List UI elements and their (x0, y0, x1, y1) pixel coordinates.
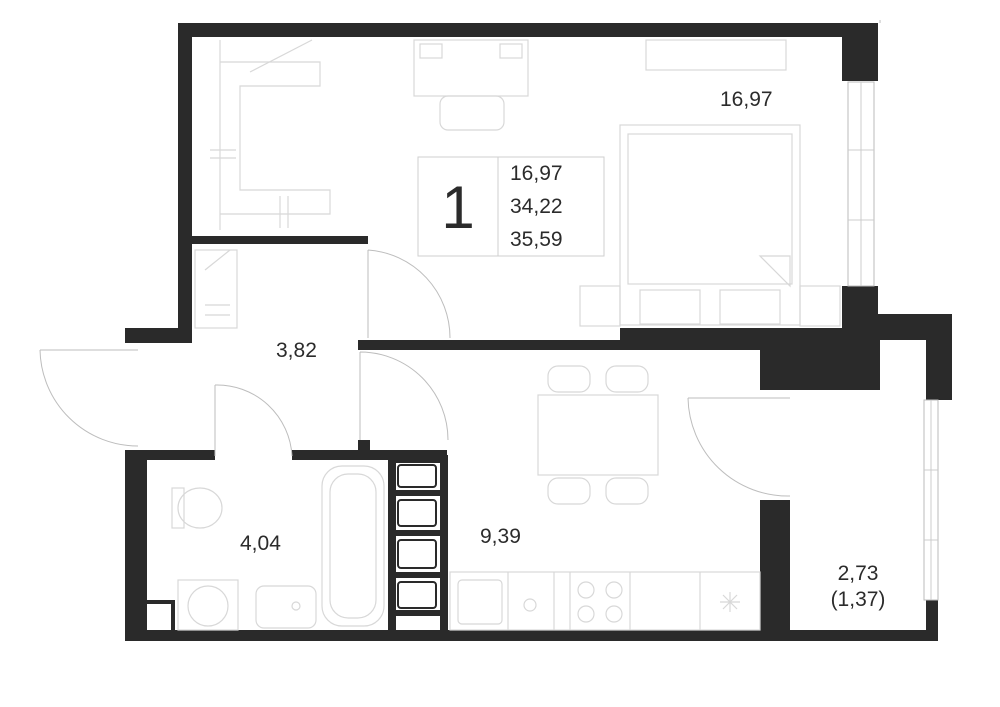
hob-3 (577, 605, 595, 623)
wall-shaft-div3 (388, 572, 448, 578)
wall-bath-top-left (125, 450, 215, 460)
bed (619, 124, 801, 326)
wall-riser-side (171, 600, 175, 632)
kitchen-counter (449, 571, 761, 631)
hob-1 (577, 581, 595, 599)
room-labels: 16,97 3,82 4,04 9,39 2,73 (1,37) (240, 88, 885, 611)
wall-kitchen-column (760, 340, 880, 390)
hall-wardrobe (194, 249, 238, 329)
desk (413, 39, 529, 97)
pillow-right (719, 289, 781, 325)
chair-1 (547, 365, 591, 393)
label-balcony: 2,73 (838, 562, 879, 585)
label-hallway: 3,82 (276, 339, 317, 362)
door-living (367, 249, 451, 339)
label-bathroom: 4,04 (240, 532, 281, 555)
shafts (397, 464, 437, 609)
label-kitchen: 9,39 (480, 525, 521, 548)
washbasin (255, 585, 317, 629)
chair-3 (547, 477, 591, 505)
wall-bottom (125, 630, 938, 641)
faucet (523, 598, 537, 612)
walls (125, 23, 952, 641)
bed-blanket (627, 133, 793, 285)
label-balcony-reduced: (1,37) (831, 588, 886, 611)
wall-balcony-right-top (926, 314, 952, 400)
chair-2 (605, 365, 649, 393)
summary-box: 1 16,97 34,22 35,59 (417, 156, 605, 257)
wall-living-kitchen (358, 340, 878, 350)
shaft-1 (397, 464, 437, 488)
furniture (171, 39, 841, 631)
door-balcony (687, 397, 791, 497)
bathtub (321, 465, 385, 627)
door-entrance (39, 349, 139, 447)
wall-hall-corner (125, 328, 138, 342)
fridge-mark (720, 592, 740, 612)
wall-shaft-div2 (388, 530, 448, 536)
rooms-count: 1 (441, 174, 474, 241)
door-bathroom (214, 384, 293, 457)
desk-chair (439, 95, 505, 131)
door-kitchen (359, 351, 449, 441)
wardrobe (219, 40, 331, 230)
chair-4 (605, 477, 649, 505)
wall-hall-top-stub (125, 328, 192, 343)
wall-top (178, 23, 878, 37)
wall-right-top (842, 23, 878, 81)
wall-shaft-div1 (388, 490, 448, 496)
washing-machine (177, 579, 239, 631)
shaft-2 (397, 499, 437, 527)
wall-bath-door-stub (358, 440, 370, 460)
dining-table (537, 394, 659, 476)
label-living-room: 16,97 (720, 88, 773, 111)
total-area-balcony-value: 35,59 (510, 228, 563, 251)
wall-bath-left (125, 450, 147, 640)
shaft-4 (397, 581, 437, 609)
hob-2 (605, 581, 623, 599)
kitchen-sink (457, 579, 503, 625)
wall-kitchen-right (760, 500, 790, 640)
living-area-value: 16,97 (510, 162, 563, 185)
summary-frame (417, 156, 605, 257)
toilet-tank (171, 487, 185, 529)
nightstand-right (799, 285, 841, 327)
windows (847, 20, 939, 601)
wall-left-living (178, 23, 192, 343)
wall-wardrobe (192, 236, 368, 244)
pillow-left (639, 289, 701, 325)
wall-riser-top (145, 600, 175, 604)
toilet (177, 487, 223, 529)
wall-shaft-top (388, 455, 448, 463)
total-area-value: 34,22 (510, 195, 563, 218)
dresser (645, 39, 787, 71)
wall-shaft-left (388, 455, 396, 640)
wall-shaft-div4 (388, 610, 448, 616)
wall-shaft-right (440, 455, 448, 640)
nightstand-left (579, 285, 621, 327)
shaft-3 (397, 539, 437, 569)
hob-4 (605, 605, 623, 623)
doors (39, 249, 791, 497)
